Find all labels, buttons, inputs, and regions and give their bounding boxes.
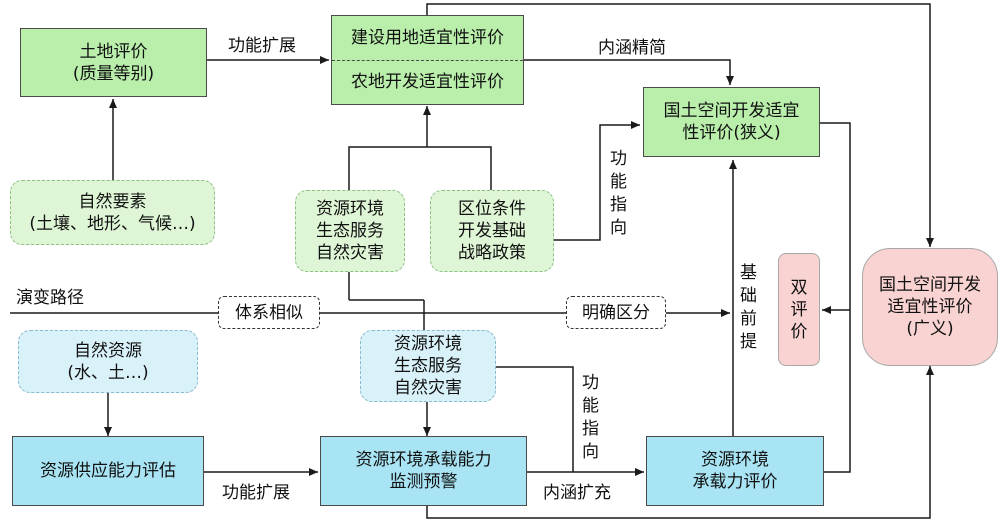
resource-env-mid-line-3: 自然灾害 (394, 378, 462, 398)
broad-line-1: 国土空间开发 (879, 275, 981, 295)
clear-distinction-node: 明确区分 (566, 296, 666, 329)
arrow-bottom-loop-to-broad (426, 366, 934, 519)
carrying-line-1: 资源环境 (701, 450, 769, 470)
carrying-capacity-node: 资源环境 承载力评价 (646, 436, 824, 506)
narrow-line-2: 性评价(狭义) (682, 123, 781, 143)
fdb-char-3: 指 (582, 419, 599, 439)
resource-env-top-line-3: 自然灾害 (316, 243, 384, 263)
clear-distinction-text: 明确区分 (582, 302, 650, 323)
supply-capacity-node: 资源供应能力评估 (12, 436, 204, 506)
system-similar-text: 体系相似 (235, 302, 303, 323)
broad-line-3: (广义) (906, 319, 954, 339)
function-direction-bottom-label: 功 能 指 向 (582, 372, 599, 464)
arrow-top-loop-to-broad (426, 3, 934, 247)
location-line-1: 区位条件 (458, 199, 526, 219)
bp-char-4: 提 (740, 332, 757, 352)
fdb-char-1: 功 (582, 373, 599, 393)
natural-elements-line-1: 自然要素 (78, 191, 147, 212)
arrow-carrying-to-broad-right (824, 310, 851, 473)
fdt-char-2: 能 (610, 172, 627, 192)
function-expand-bottom-label: 功能扩展 (222, 483, 290, 503)
monitoring-line-2: 监测预警 (389, 472, 458, 492)
natural-resources-line-2: (水、土…) (67, 362, 149, 383)
resource-env-mid-node: 资源环境 生态服务 自然灾害 (360, 330, 496, 402)
land-eval-node: 土地评价 (质量等别) (20, 28, 207, 97)
fdt-char-1: 功 (610, 149, 627, 169)
carrying-line-2: 承载力评价 (692, 472, 778, 492)
system-similar-node: 体系相似 (218, 296, 320, 329)
arrow-midresource-to-carrying (496, 366, 574, 472)
natural-elements-line-2: (土壤、地形、气候…) (29, 213, 196, 234)
bp-char-2: 础 (740, 286, 757, 306)
monitoring-line-1: 资源环境承载能力 (355, 450, 492, 470)
bp-char-1: 基 (740, 263, 757, 283)
resource-env-mid-line-1: 资源环境 (394, 334, 462, 354)
resource-env-top-line-2: 生态服务 (316, 221, 384, 241)
arrow-narrow-to-double (820, 122, 851, 314)
natural-resources-node: 自然资源 (水、土…) (18, 330, 198, 393)
natural-resources-line-1: 自然资源 (74, 340, 142, 361)
resource-env-mid-line-2: 生态服务 (394, 356, 462, 376)
evolution-path-label: 演变路径 (16, 288, 84, 308)
double-char-2: 评 (790, 299, 808, 320)
narrow-suitability-node: 国土空间开发适宜 性评价(狭义) (643, 87, 820, 157)
double-eval-node: 双 评 价 (778, 253, 820, 366)
location-conditions-node: 区位条件 开发基础 战略政策 (430, 190, 554, 272)
broad-suitability-node: 国土空间开发 适宜性评价 (广义) (862, 248, 998, 366)
function-direction-top-label: 功 能 指 向 (610, 148, 627, 240)
resource-env-top-node: 资源环境 生态服务 自然灾害 (295, 190, 405, 272)
connotation-expand-label: 内涵扩充 (543, 483, 611, 503)
fdt-char-4: 向 (610, 218, 627, 238)
narrow-line-1: 国土空间开发适宜 (663, 101, 800, 121)
connotation-simplify-label: 内涵精简 (598, 38, 666, 58)
basic-premise-label: 基 础 前 提 (740, 262, 757, 354)
split-divider (332, 60, 523, 61)
location-line-2: 开发基础 (458, 221, 526, 241)
double-char-1: 双 (790, 277, 808, 298)
fdb-char-4: 向 (582, 442, 599, 462)
location-line-3: 战略政策 (458, 243, 526, 263)
bracket-to-farmland (348, 146, 492, 190)
fdt-char-3: 指 (610, 195, 627, 215)
natural-elements-node: 自然要素 (土壤、地形、气候…) (10, 180, 215, 245)
broad-line-2: 适宜性评价 (887, 297, 973, 317)
double-char-3: 价 (790, 321, 808, 342)
farmland-eval-label: 农地开发适宜性评价 (351, 72, 504, 92)
supply-capacity-text: 资源供应能力评估 (40, 461, 176, 481)
fdb-char-2: 能 (582, 396, 599, 416)
bp-char-3: 前 (740, 309, 757, 329)
arrow-construction-to-narrow (524, 59, 734, 85)
land-eval-line-2: (质量等别) (72, 63, 155, 84)
construction-farmland-node: 建设用地适宜性评价 农地开发适宜性评价 (331, 15, 524, 105)
construction-eval-label: 建设用地适宜性评价 (351, 28, 504, 48)
land-eval-line-1: 土地评价 (79, 41, 148, 62)
arrow-location-to-narrow (554, 121, 640, 241)
function-expand-top-label: 功能扩展 (228, 36, 296, 56)
resource-env-top-line-1: 资源环境 (316, 199, 384, 219)
capacity-monitoring-node: 资源环境承载能力 监测预警 (320, 436, 527, 506)
